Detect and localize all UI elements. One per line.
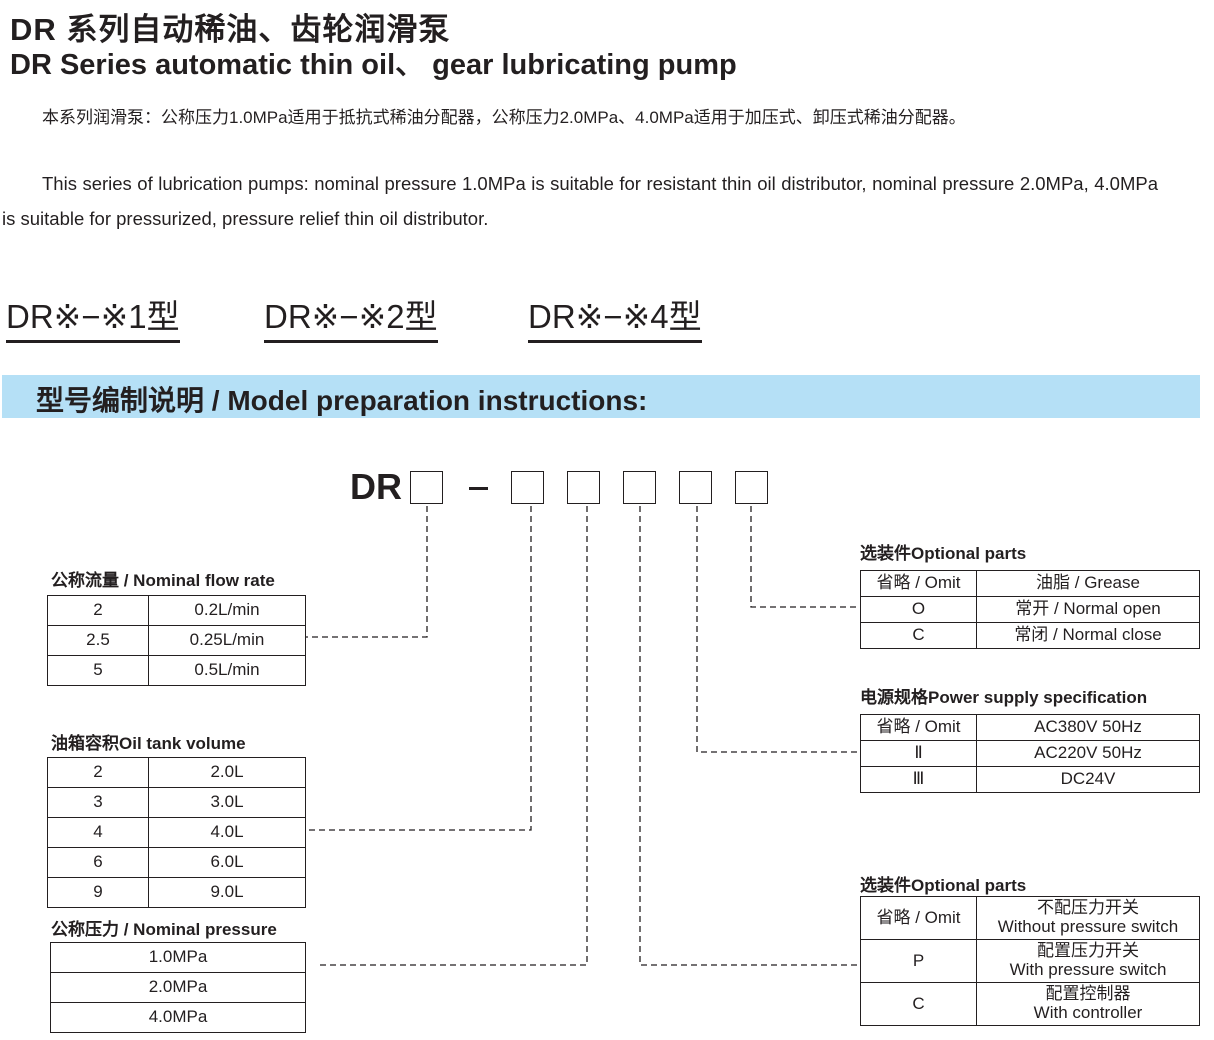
code-box-power (679, 471, 712, 504)
cell: 4.0MPa (50, 1002, 306, 1033)
pressure-title: 公称压力 / Nominal pressure (51, 920, 277, 939)
cell: 2 (47, 757, 149, 788)
cell: 2.0MPa (50, 972, 306, 1003)
opt1-title: 选装件Optional parts (860, 544, 1027, 563)
cell: 3 (47, 787, 149, 818)
flow-title: 公称流量 / Nominal flow rate (51, 571, 275, 590)
section-band: 型号编制说明 / Model preparation instructions: (2, 375, 1200, 418)
table-row: 4.0MPa (50, 1002, 306, 1033)
code-prefix: DR (350, 466, 402, 507)
cell: 2.5 (47, 625, 149, 656)
cell: Ⅲ (860, 766, 977, 793)
cell: AC380V 50Hz (976, 714, 1200, 741)
power-title: 电源规格Power supply specification (860, 688, 1148, 707)
model-2: DR※−※2型 (264, 290, 438, 343)
cell: AC220V 50Hz (976, 740, 1200, 767)
cell: 4 (47, 817, 149, 848)
table-row: 1.0MPa (50, 942, 306, 973)
cell: O (860, 596, 977, 623)
pressure-table: 1.0MPa 2.0MPa 4.0MPa (50, 942, 306, 1033)
cell: 0.5L/min (148, 655, 306, 686)
opt2-title: 选装件Optional parts (860, 876, 1027, 895)
cell: 省略 / Omit (860, 896, 977, 940)
cell-zh: 不配压力开关 (1037, 898, 1139, 918)
cell-zh: 配置压力开关 (1037, 941, 1139, 961)
title-zh: DR 系列自动稀油、齿轮润滑泵 (10, 12, 451, 47)
cell: 常闭 / Normal close (976, 622, 1200, 649)
description-en: This series of lubrication pumps: nomina… (2, 173, 1158, 229)
code-box-opt2 (623, 471, 656, 504)
cell: 0.2L/min (148, 595, 306, 626)
cell-en: With pressure switch (1009, 960, 1167, 979)
code-dash (469, 487, 488, 490)
cell: C (860, 622, 977, 649)
cell: Ⅱ (860, 740, 977, 767)
cell: P (860, 939, 977, 983)
code-box-pressure (567, 471, 600, 504)
cell: 5 (47, 655, 149, 686)
model-4: DR※−※4型 (528, 290, 702, 343)
title-en: DR Series automatic thin oil、 gear lubri… (10, 49, 737, 81)
cell: 3.0L (148, 787, 306, 818)
cell-en: With controller (1033, 1003, 1143, 1022)
description-zh: 本系列润滑泵：公称压力1.0MPa适用于抵抗式稀油分配器，公称压力2.0MPa、… (42, 108, 966, 127)
cell-zh: 配置控制器 (1045, 984, 1131, 1004)
cell: 省略 / Omit (860, 714, 977, 741)
cell: 油脂 / Grease (976, 570, 1200, 597)
cell: 2 (47, 595, 149, 626)
cell: 9.0L (148, 877, 306, 908)
cell: 0.25L/min (148, 625, 306, 656)
cell: 省略 / Omit (860, 570, 977, 597)
cell: 9 (47, 877, 149, 908)
model-1: DR※−※1型 (6, 290, 180, 343)
cell: 6 (47, 847, 149, 878)
code-box-opt1 (735, 471, 768, 504)
cell: C (860, 982, 977, 1026)
code-box-tank (511, 471, 544, 504)
cell-en: Without pressure switch (997, 917, 1179, 936)
cell: 1.0MPa (50, 942, 306, 973)
cell: 6.0L (148, 847, 306, 878)
code-box-flow (410, 471, 443, 504)
tank-title: 油箱容积Oil tank volume (51, 734, 246, 753)
cell: 2.0L (148, 757, 306, 788)
cell: 常开 / Normal open (976, 596, 1200, 623)
cell: DC24V (976, 766, 1200, 793)
section-title: 型号编制说明 / Model preparation instructions: (36, 385, 648, 416)
cell: 4.0L (148, 817, 306, 848)
table-row: 2.0MPa (50, 972, 306, 1003)
